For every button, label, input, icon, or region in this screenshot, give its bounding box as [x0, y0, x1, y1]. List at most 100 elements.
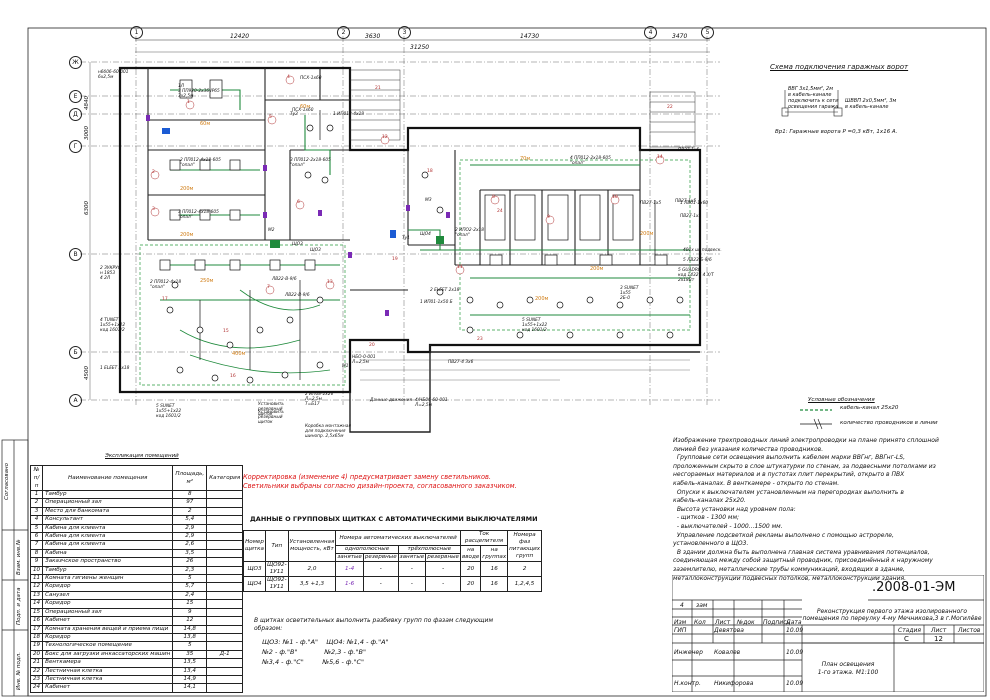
panel-cell-tbusy: -	[397, 561, 427, 577]
room-area: 3,5	[172, 548, 208, 559]
stamp-role-1: ГИП	[674, 627, 687, 634]
plan-label-p8: 4 ПП012-2х18-605 "опал"	[570, 156, 611, 166]
room-number: 14	[657, 155, 663, 160]
stamp-h-sign: Подпись	[763, 619, 790, 626]
room-num: 11	[29, 574, 44, 584]
room-area: 5	[172, 641, 208, 651]
panels-h-res1: резервные	[362, 553, 399, 562]
panel-cell-num: ЩО4	[243, 576, 266, 592]
room-category	[206, 498, 244, 508]
plan-label-p31: ЛВ22-В-9/6	[285, 293, 310, 298]
room-num: 18	[29, 632, 44, 643]
room-name: Бокс для загрузки инкассаторских машин	[42, 649, 174, 660]
room-name: Коридор	[42, 582, 174, 592]
room-number: 16	[230, 374, 236, 379]
room-num: 6	[29, 532, 44, 542]
plan-label-p5: 2 ПП012-4х18-605 "опал"	[180, 158, 221, 168]
stamp-rev-word: зам	[696, 602, 708, 609]
plan-label-p11: 4 TUNET 1х55+1х22 код 1601/2	[100, 318, 126, 333]
room-area: 14,9	[172, 674, 208, 685]
plan-label-p4: ПСХ-1х60	[292, 108, 314, 113]
room-number: 9	[547, 215, 550, 220]
rooms-caption: Экспликация помещений	[105, 453, 179, 459]
panel-cell-reserve: -	[362, 561, 399, 577]
room-category	[206, 540, 244, 550]
room-name: Тамбур	[42, 489, 174, 500]
room-number: 18	[427, 169, 433, 174]
axis-left-zh: Ж	[69, 56, 82, 69]
note-line: кабель-каналах 25х20.	[673, 497, 746, 505]
room-name: Лестничная клетка	[42, 674, 174, 685]
panel-cell-treserve: -	[425, 561, 461, 577]
side-label-inv: Взам. инв.№	[16, 539, 22, 575]
room-category	[206, 489, 244, 500]
panels-h-current: Ток расцепителя	[459, 530, 509, 546]
plan-label-p20: Коробка монтажная для подключения шинопр…	[305, 424, 351, 439]
room-category	[206, 506, 244, 517]
plan-label-p41: 1 ЛБ01-1х60	[680, 201, 709, 206]
room-category	[206, 674, 244, 685]
note-line: заземлителю, металлические трубы коммуни…	[673, 565, 905, 573]
legend-item-2: количество проводников в линии	[840, 420, 938, 426]
room-category	[206, 590, 244, 601]
room-area: 97	[172, 498, 208, 508]
stamp-h-lists: Листов	[958, 627, 981, 634]
svg-text:200м: 200м	[535, 296, 549, 302]
panels-h-group: на группах	[480, 545, 509, 562]
note-line: Управление подсветкой рекламы выполнено …	[673, 531, 894, 539]
plan-label-p26: ЩО3	[292, 242, 303, 247]
panels-h-res2: резервные	[425, 553, 461, 562]
panels-h-triple: трёхполюсные	[397, 545, 461, 554]
room-name: Кабина для клиента	[42, 532, 174, 542]
stamp-date-1: 10.09	[786, 627, 804, 634]
room-name: Место для банкомата	[42, 506, 174, 517]
room-number: 12	[382, 135, 388, 140]
plan-label-p33: ПВ27-4 Зх6	[448, 360, 474, 365]
room-area: 13,8	[172, 632, 208, 643]
room-name: Коридор	[42, 599, 174, 609]
rooms-table: № п/п Наименование помещения Площадь, м²…	[29, 465, 244, 693]
room-area: 8	[172, 489, 208, 500]
note-line: Опуски к выключателям установленным на п…	[673, 488, 904, 496]
note-line: Групповые сети освещения выполнить кабел…	[673, 454, 905, 462]
room-area: 5	[172, 574, 208, 584]
phase-note: В щитках осветительных выполнить разбивк…	[254, 617, 493, 632]
axis-left-e: Е	[69, 90, 82, 103]
plan-label-p9: 2 ЗУКРУС н 1853 4 2Л	[100, 266, 121, 281]
plan-label-p6: 3 ПП012-4х18-605 "опал"	[178, 210, 219, 220]
panel-cell-phase: 2	[507, 561, 543, 577]
plan-label-p43: ПВ27-1х5	[675, 199, 697, 204]
axis-left-b: Б	[69, 346, 82, 359]
room-area: 13,5	[172, 658, 208, 668]
plan-label-p23: 400х ш. подвеск.	[683, 248, 722, 253]
panel-cell-type: ЩО92-1У11	[264, 561, 289, 577]
panels-h-num: Номер щитка	[243, 530, 266, 562]
note-line: - выключателей - 1000...1500 мм.	[673, 522, 783, 530]
plan-label-p45: ПВ27-1х5	[640, 201, 662, 206]
room-num: 4	[29, 515, 44, 525]
plan-label-p15: 2 ELEET 2х18	[430, 288, 460, 293]
room-num: 20	[29, 649, 44, 660]
room-area: 14,8	[172, 624, 208, 634]
room-name: Венткамера	[42, 658, 174, 668]
note-line: - щитков - 1300 мм;	[673, 514, 739, 522]
stamp-code: .2008-01-ЭМ	[872, 580, 956, 595]
stamp-date-2: 10.09	[786, 649, 804, 656]
svg-text:60м: 60м	[300, 104, 310, 110]
room-area: 14,1	[172, 683, 208, 693]
room-area: 35	[172, 649, 208, 660]
room-area: 26	[172, 557, 208, 567]
rooms-header-num: № п/п	[29, 465, 44, 491]
dim-left-3: 6300	[84, 201, 90, 215]
stamp-rev: 4	[680, 602, 684, 609]
room-num: 10	[29, 565, 44, 576]
plan-label-p7: 3 ПП012-2х18-605 "опал"	[290, 158, 331, 168]
stamp-project: Реконструкция первого этажа изолированно…	[802, 608, 982, 622]
